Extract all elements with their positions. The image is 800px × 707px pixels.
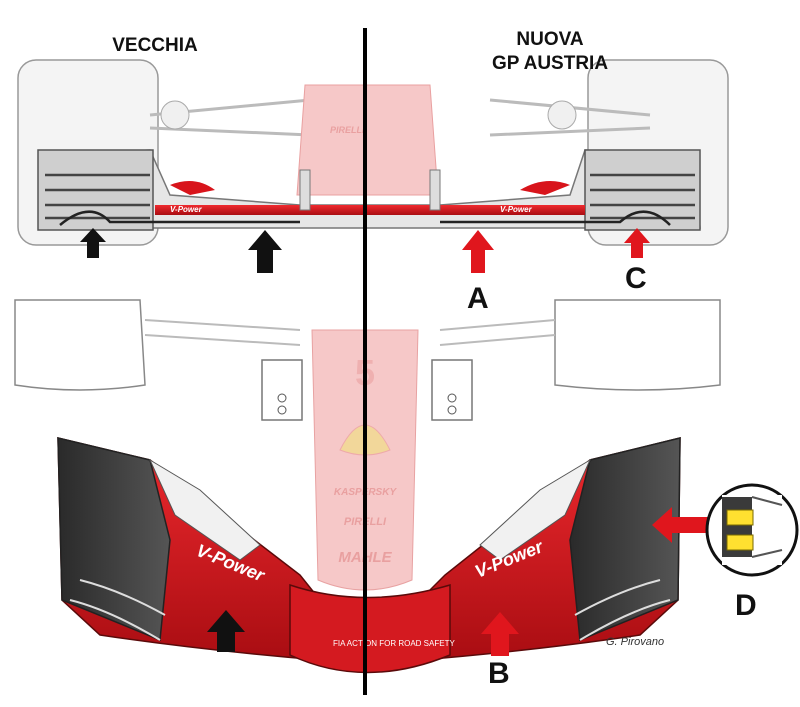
- illustrator-credit: G. Pirovano: [606, 636, 665, 648]
- label-old: VECCHIA: [112, 35, 198, 56]
- front-view: PIRELLI V-Power V-Power: [17, 59, 729, 246]
- fia-text: FIA ACTION FOR ROAD SAFETY: [333, 639, 455, 648]
- pirelli-faded: PIRELLI: [330, 125, 365, 135]
- callout-d: D: [735, 589, 757, 622]
- arrow-a: [462, 230, 494, 273]
- label-new-line2: GP AUSTRIA: [491, 53, 609, 74]
- callout-a: A: [467, 282, 489, 315]
- arrow-old-2: [248, 230, 282, 273]
- vpower-top-right: V-Power: [500, 205, 533, 214]
- callout-c: C: [625, 262, 647, 295]
- top-view: 5 KASPERSKY PIRELLI MAHLE V-Power V-Powe…: [14, 299, 721, 674]
- arrow-b: [481, 612, 519, 656]
- arrow-d: [652, 507, 726, 543]
- arrow-old-3: [207, 610, 245, 652]
- detail-magnifier: [705, 483, 799, 577]
- vpower-top-left: V-Power: [170, 205, 203, 214]
- arrow-old-1: [80, 228, 106, 258]
- arrow-c: [624, 228, 650, 258]
- label-new-line1: NUOVA: [516, 29, 584, 50]
- callout-b: B: [488, 657, 510, 690]
